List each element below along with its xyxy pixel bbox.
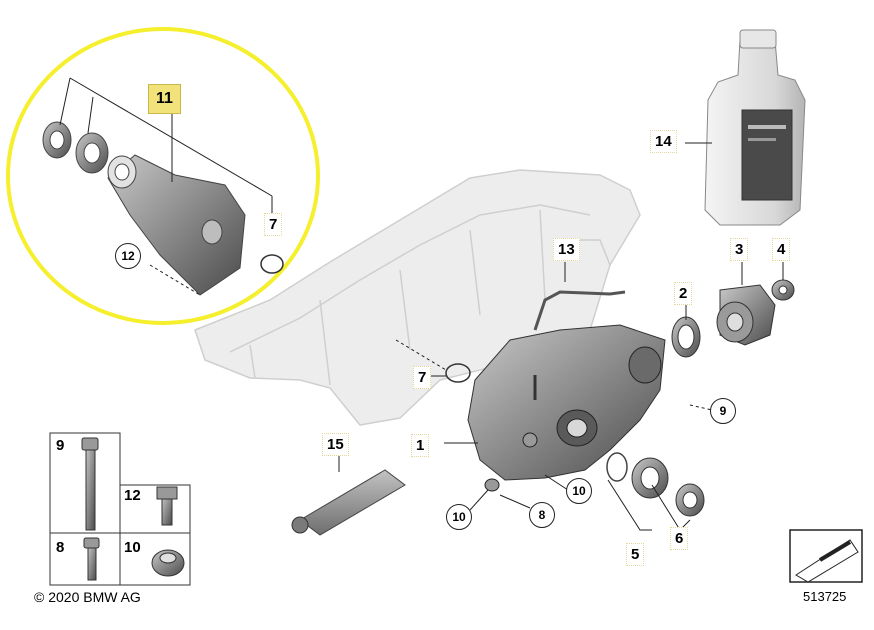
highlight-circle <box>6 27 320 325</box>
callout-2[interactable]: 2 <box>674 282 693 305</box>
callout-14[interactable]: 14 <box>650 130 677 153</box>
fastener-legend-box <box>49 432 191 586</box>
callout-15[interactable]: 15 <box>322 433 349 456</box>
callout-13[interactable]: 13 <box>553 238 580 261</box>
callout-12-legend[interactable]: 12 <box>124 487 141 504</box>
callout-7-lower[interactable]: 7 <box>413 366 432 389</box>
vent-line <box>533 290 626 331</box>
shaft-seal-2 <box>671 316 701 358</box>
callout-11-highlighted[interactable]: 11 <box>148 84 181 114</box>
fastener-parts <box>81 437 185 581</box>
shaft-seal-5-6 <box>606 452 705 531</box>
callout-8-legend[interactable]: 8 <box>56 539 65 556</box>
sealant-tube <box>291 469 406 536</box>
callout-9-right[interactable]: 9 <box>710 398 736 424</box>
orientation-icon <box>789 529 863 583</box>
callout-8-right[interactable]: 8 <box>529 502 555 528</box>
callout-10-right[interactable]: 10 <box>566 478 592 504</box>
output-flange <box>716 284 776 346</box>
callout-10-left[interactable]: 10 <box>446 504 472 530</box>
callout-9-legend[interactable]: 9 <box>56 437 65 454</box>
collar-nut <box>771 279 795 301</box>
bracket-housing-assembly <box>42 77 284 296</box>
callout-6[interactable]: 6 <box>670 527 689 550</box>
callout-10-legend[interactable]: 10 <box>124 539 141 556</box>
o-ring-7 <box>445 363 471 383</box>
oil-bottle <box>704 29 806 226</box>
front-axle-differential <box>467 324 666 492</box>
callout-7-upper[interactable]: 7 <box>264 213 283 236</box>
callout-12-upper[interactable]: 12 <box>115 243 141 269</box>
copyright-text: © 2020 BMW AG <box>34 589 141 605</box>
callout-1[interactable]: 1 <box>411 434 430 457</box>
callout-4[interactable]: 4 <box>772 238 791 261</box>
callout-3[interactable]: 3 <box>730 238 749 261</box>
diagram-number: 513725 <box>803 589 847 604</box>
leader-lines <box>338 142 784 511</box>
callout-5[interactable]: 5 <box>626 543 645 566</box>
